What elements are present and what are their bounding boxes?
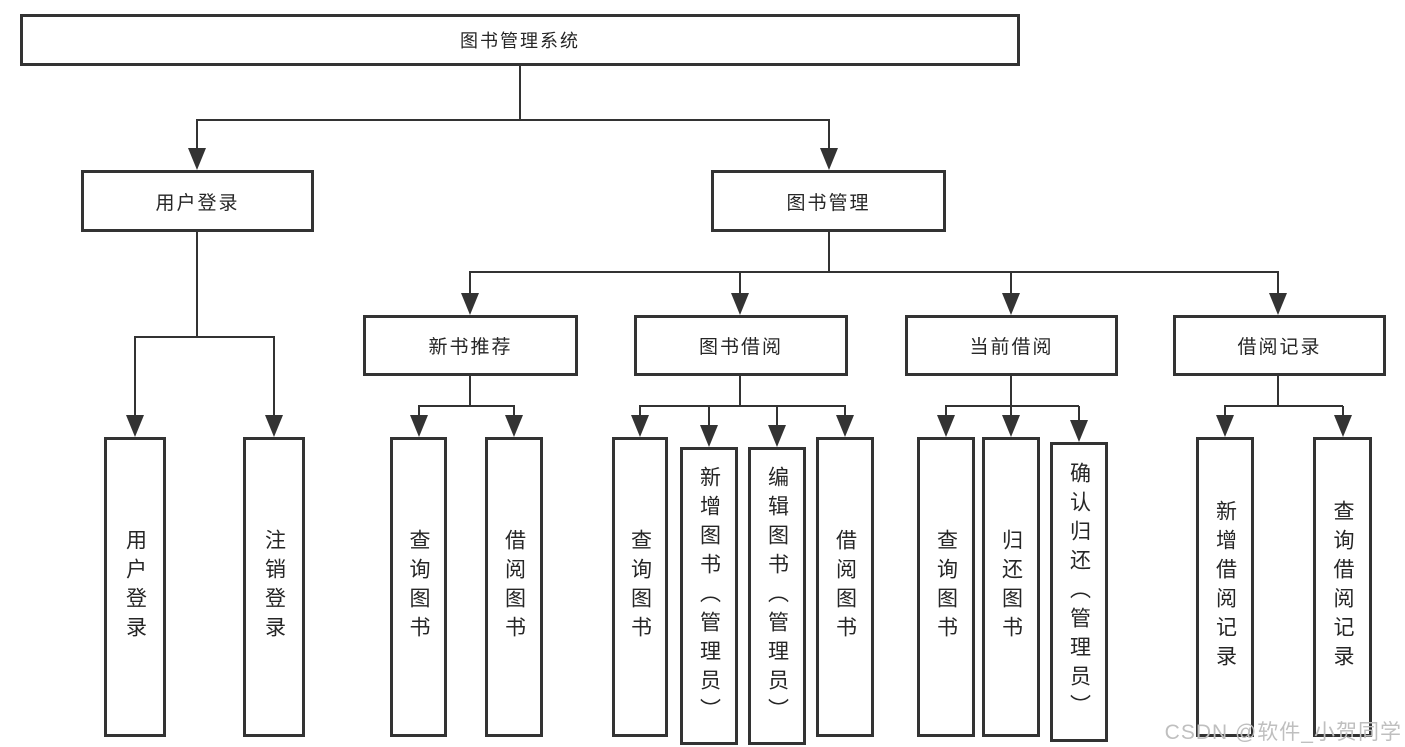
connector-line — [469, 271, 1279, 273]
connector-line — [708, 406, 710, 425]
leaf-query-books-borrow: 查询图书 — [612, 437, 668, 737]
connector-line — [639, 405, 846, 407]
arrow-down-icon — [1216, 415, 1234, 437]
connector-line — [945, 405, 1079, 407]
arrow-down-icon — [265, 415, 283, 437]
connector-line — [1277, 272, 1279, 293]
arrow-down-icon — [1002, 293, 1020, 315]
arrow-down-icon — [700, 425, 718, 447]
connector-line — [469, 376, 471, 407]
connector-line — [1078, 406, 1080, 420]
leaf-borrow-books-recommend: 借阅图书 — [485, 437, 543, 737]
arrow-down-icon — [1334, 415, 1352, 437]
node-book-management: 图书管理 — [711, 170, 946, 232]
connector-line — [513, 406, 515, 415]
connector-line — [1010, 376, 1012, 407]
arrow-down-icon — [937, 415, 955, 437]
connector-line — [1010, 406, 1012, 415]
arrow-down-icon — [1070, 420, 1088, 442]
connector-line — [945, 406, 947, 415]
connector-line — [828, 120, 830, 148]
arrow-down-icon — [731, 293, 749, 315]
arrow-down-icon — [410, 415, 428, 437]
connector-line — [1010, 272, 1012, 293]
connector-line — [828, 232, 830, 273]
connector-line — [519, 66, 521, 120]
leaf-user-login: 用户登录 — [104, 437, 166, 737]
leaf-edit-books-admin: 编辑图书（管理员） — [748, 447, 806, 745]
arrow-down-icon — [461, 293, 479, 315]
csdn-watermark: CSDN @软件_小贺同学 — [1164, 721, 1402, 744]
connector-line — [134, 336, 275, 338]
leaf-logout: 注销登录 — [243, 437, 305, 737]
node-root-system: 图书管理系统 — [20, 14, 1020, 66]
connector-line — [196, 232, 198, 338]
leaf-return-books: 归还图书 — [982, 437, 1040, 737]
node-current-borrow: 当前借阅 — [905, 315, 1118, 376]
arrow-down-icon — [836, 415, 854, 437]
leaf-query-books-recommend: 查询图书 — [390, 437, 447, 737]
leaf-borrow-books: 借阅图书 — [816, 437, 874, 737]
arrow-down-icon — [820, 148, 838, 170]
connector-line — [273, 337, 275, 415]
connector-line — [469, 272, 471, 293]
node-user-login: 用户登录 — [81, 170, 314, 232]
connector-line — [196, 120, 198, 148]
connector-line — [418, 405, 515, 407]
arrow-down-icon — [188, 148, 206, 170]
connector-line — [639, 406, 641, 415]
arrow-down-icon — [505, 415, 523, 437]
node-book-borrow: 图书借阅 — [634, 315, 848, 376]
connector-line — [418, 406, 420, 415]
connector-line — [739, 376, 741, 407]
connector-line — [1224, 406, 1226, 415]
arrow-down-icon — [1269, 293, 1287, 315]
arrow-down-icon — [631, 415, 649, 437]
arrow-down-icon — [126, 415, 144, 437]
connector-line — [739, 272, 741, 293]
connector-line — [134, 337, 136, 415]
node-new-book-recommend: 新书推荐 — [363, 315, 578, 376]
connector-line — [196, 119, 830, 121]
node-borrow-records: 借阅记录 — [1173, 315, 1386, 376]
connector-line — [1342, 406, 1344, 415]
leaf-add-books-admin: 新增图书（管理员） — [680, 447, 738, 745]
arrow-down-icon — [768, 425, 786, 447]
leaf-add-borrow-record: 新增借阅记录 — [1196, 437, 1254, 737]
connector-line — [1224, 405, 1343, 407]
leaf-query-borrow-record: 查询借阅记录 — [1313, 437, 1372, 737]
arrow-down-icon — [1002, 415, 1020, 437]
connector-line — [844, 406, 846, 415]
connector-line — [776, 406, 778, 425]
connector-line — [1277, 376, 1279, 407]
leaf-query-books-current: 查询图书 — [917, 437, 975, 737]
leaf-confirm-return-admin: 确认归还（管理员） — [1050, 442, 1108, 742]
